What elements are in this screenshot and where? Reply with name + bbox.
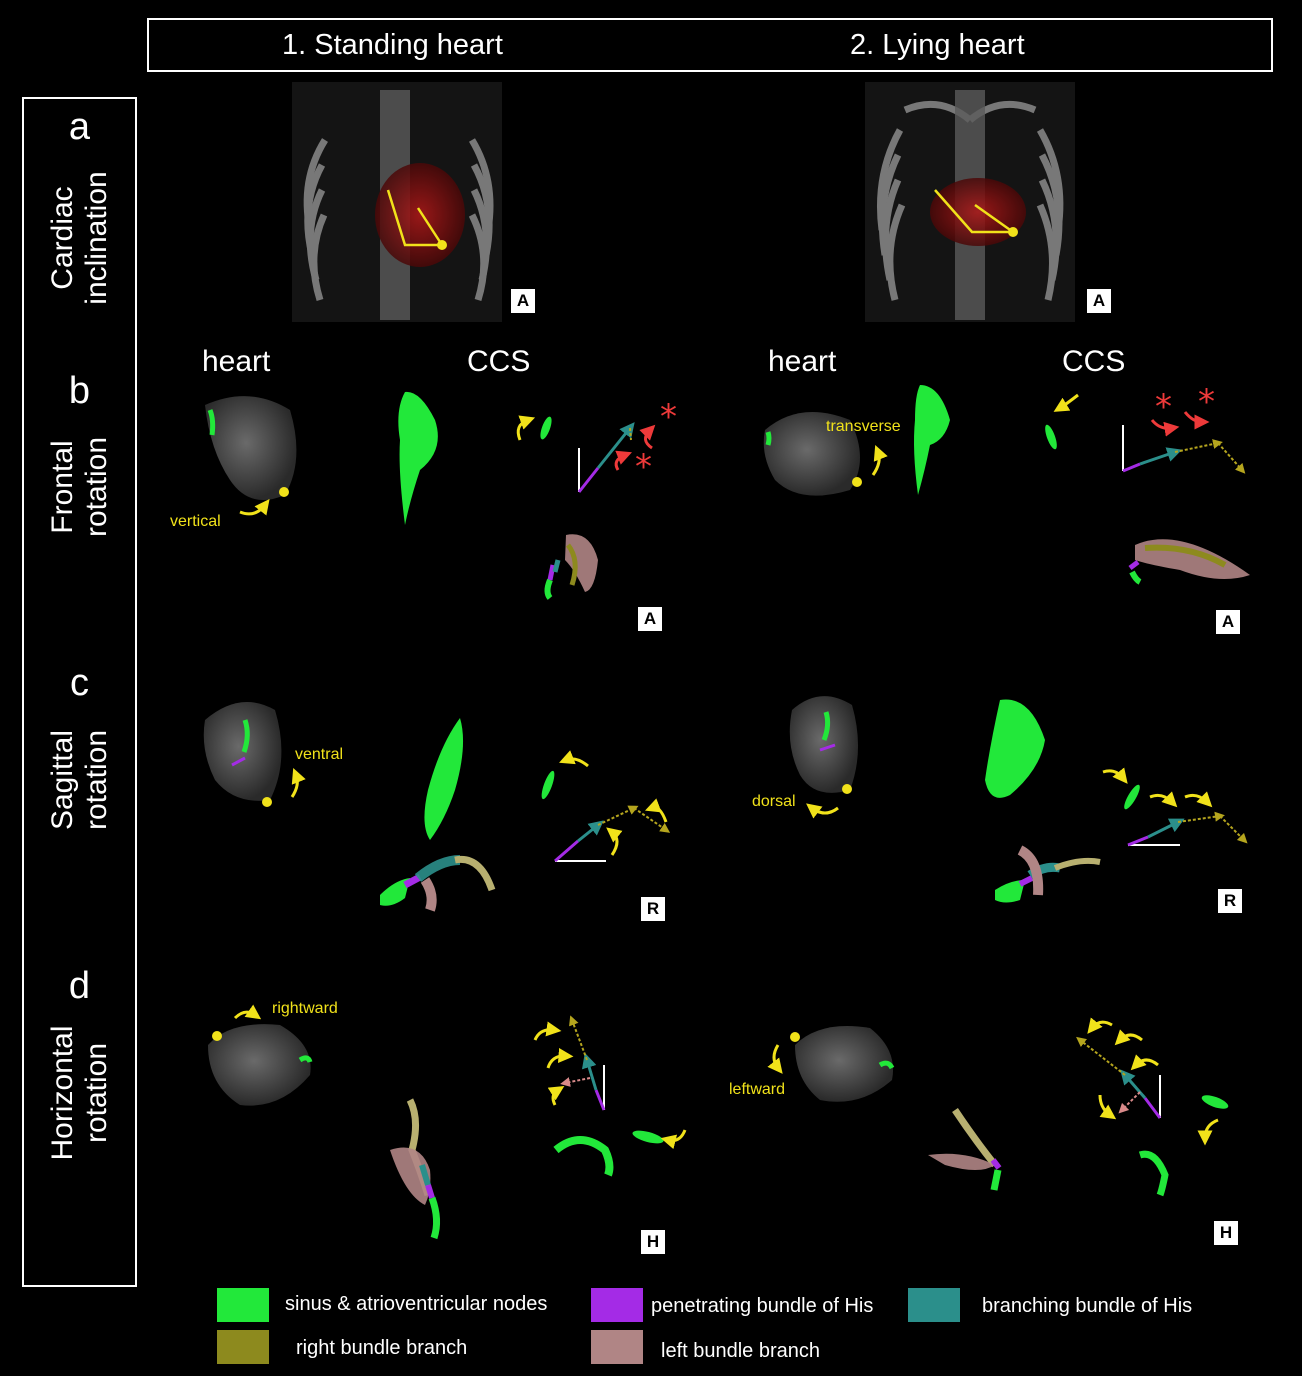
chest-ct-lying <box>865 82 1075 322</box>
frontal-lying-ccs-green <box>914 385 950 495</box>
annotation-rightward: rightward <box>272 1000 338 1018</box>
legend-swatch-branching-bundle <box>908 1288 960 1322</box>
col-title-heart-standing: heart <box>202 345 270 379</box>
svg-text:*: * <box>1155 387 1172 427</box>
legend-swatch-sinus-av-nodes <box>217 1288 269 1322</box>
badge-h-standing-horizontal: H <box>641 1230 665 1254</box>
sagittal-lying-heart-model <box>790 696 858 813</box>
annotation-leftward: leftward <box>729 1081 785 1099</box>
col-title-ccs-standing: CCS <box>467 345 530 379</box>
legend-label-left-bundle-branch: left bundle branch <box>661 1340 820 1363</box>
frontal-lying-vector-diagram: * * <box>1043 382 1242 471</box>
badge-a-standing-frontal: A <box>638 607 662 631</box>
badge-r-lying-sagittal: R <box>1218 889 1242 913</box>
badge-h-lying-horizontal: H <box>1214 1221 1238 1245</box>
badge-a-standing-inclination: A <box>511 289 535 313</box>
legend-label-branching-bundle: branching bundle of His <box>982 1295 1192 1318</box>
legend-swatch-penetrating-bundle <box>591 1288 643 1322</box>
badge-r-standing-sagittal: R <box>641 897 665 921</box>
frontal-lying-bundle-3d <box>1130 539 1250 582</box>
annotation-transverse: transverse <box>826 418 901 436</box>
legend-label-right-bundle-branch: right bundle branch <box>296 1337 467 1360</box>
horizontal-standing-vector-diagram <box>535 1020 685 1175</box>
col-title-ccs-lying: CCS <box>1062 345 1125 379</box>
sagittal-lying-vector-diagram <box>1103 771 1244 845</box>
horizontal-standing-heart-model <box>208 1012 311 1106</box>
legend-swatch-left-bundle-branch <box>591 1330 643 1364</box>
frontal-standing-bundle-3d <box>548 534 599 598</box>
chest-ct-standing <box>292 82 502 322</box>
sagittal-standing-heart-model <box>204 702 298 807</box>
horizontal-lying-heart-model <box>774 1026 893 1102</box>
sagittal-standing-vector-diagram <box>539 759 666 861</box>
legend-label-sinus-av-nodes: sinus & atrioventricular nodes <box>285 1293 547 1316</box>
badge-a-lying-frontal: A <box>1216 610 1240 634</box>
sagittal-standing-ccs <box>380 718 492 910</box>
svg-text:*: * <box>660 397 677 437</box>
badge-a-lying-inclination: A <box>1087 289 1111 313</box>
frontal-standing-vector-diagram: * * <box>518 397 677 492</box>
annotation-vertical: vertical <box>170 513 221 531</box>
annotation-ventral: ventral <box>295 746 343 764</box>
col-title-heart-lying: heart <box>768 345 836 379</box>
svg-text:*: * <box>1198 382 1215 422</box>
horizontal-lying-ccs <box>928 1110 999 1190</box>
frontal-standing-ccs-green <box>398 392 438 525</box>
svg-text:*: * <box>635 447 652 487</box>
legend-label-penetrating-bundle: penetrating bundle of His <box>651 1295 873 1318</box>
annotation-dorsal: dorsal <box>752 793 796 811</box>
horizontal-standing-ccs <box>390 1100 437 1238</box>
legend-swatch-right-bundle-branch <box>217 1330 269 1364</box>
frontal-standing-heart-model <box>205 396 296 514</box>
sagittal-lying-ccs <box>985 700 1100 903</box>
horizontal-lying-vector-diagram <box>1080 1022 1230 1195</box>
